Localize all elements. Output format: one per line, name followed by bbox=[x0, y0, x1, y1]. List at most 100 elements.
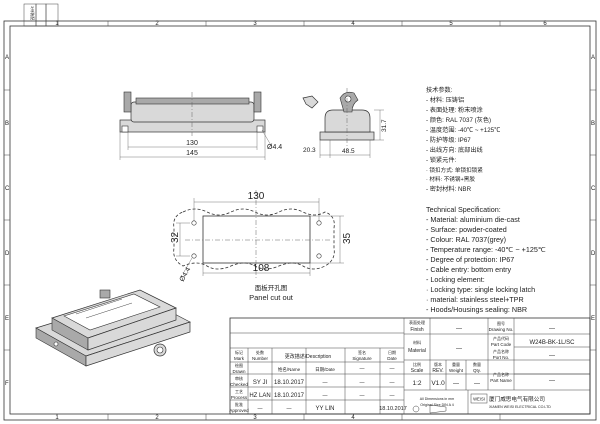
svg-text:材料: 材料 bbox=[413, 339, 421, 345]
svg-text:处数: 处数 bbox=[256, 349, 264, 355]
process-name: — bbox=[360, 393, 365, 399]
svg-text:图号: 图号 bbox=[497, 320, 505, 326]
cutout-hole bbox=[316, 253, 322, 259]
svg-text:日期: 日期 bbox=[388, 349, 396, 355]
svg-text:B: B bbox=[5, 121, 9, 127]
spec-cn-line: - 锁紧元件: bbox=[426, 156, 457, 164]
header-number: Number bbox=[252, 356, 269, 361]
svg-text:E: E bbox=[5, 316, 9, 322]
svg-text:—: — bbox=[258, 406, 263, 412]
svg-text:产品名称: 产品名称 bbox=[493, 371, 509, 377]
header-description: 更改描述/Description bbox=[285, 353, 332, 360]
drawn-date: 18.10.2017 bbox=[274, 380, 305, 386]
front-view-latch-right bbox=[253, 91, 262, 113]
weight-value: — bbox=[453, 381, 459, 387]
column-numbers-bottom: 1 2 3 4 bbox=[55, 415, 355, 421]
spec-cn-line: - 防护等级: IP67 bbox=[426, 136, 471, 144]
header-date: Date bbox=[387, 356, 397, 361]
col-2: 2 bbox=[155, 21, 159, 27]
company-logo: WEISI bbox=[473, 397, 485, 402]
dim-cutout-32: 32 bbox=[170, 231, 181, 243]
material-value: — bbox=[456, 346, 462, 352]
iso-hood-recess bbox=[63, 293, 161, 331]
row-checked-label: Checked bbox=[230, 382, 248, 387]
drawing-no-label: Drawing No. bbox=[489, 327, 514, 332]
svg-text:C: C bbox=[5, 186, 10, 192]
row-A-right: A bbox=[591, 55, 595, 61]
cutout-opening bbox=[202, 215, 311, 264]
spec-en-line: - Surface: powder-coated bbox=[426, 225, 507, 234]
spec-cn-line: - 温度范围: -40℃ ~ +125℃ bbox=[426, 126, 500, 134]
company-logo-box bbox=[470, 393, 488, 404]
dim-front-hole: Ø4.4 bbox=[267, 144, 282, 151]
part-name-label: Part Name bbox=[490, 378, 512, 383]
approved-name: YY LIN bbox=[316, 406, 335, 412]
part-code-value: W24B-BK-1L/SC bbox=[529, 340, 575, 346]
drawing-no-value: — bbox=[549, 326, 555, 332]
svg-text:D: D bbox=[5, 251, 10, 257]
finish-label: Finish bbox=[410, 327, 424, 333]
corner-tag: 3州装配 bbox=[30, 6, 36, 20]
header-signature: Signature bbox=[352, 356, 372, 361]
col-3: 3 bbox=[253, 21, 257, 27]
spec-en-block: Technical Specification: - Material: alu… bbox=[426, 205, 546, 314]
part-no-value: — bbox=[549, 353, 555, 359]
cutout-caption-cn: 面板开孔图 bbox=[255, 283, 288, 292]
svg-text:产品名称: 产品名称 bbox=[493, 348, 509, 354]
spec-en-line: - Colour: RAL 7037(grey) bbox=[426, 235, 506, 244]
svg-text:2: 2 bbox=[155, 415, 159, 421]
dim-cutout-35: 35 bbox=[342, 232, 353, 244]
dim-side-48-5: 48.5 bbox=[342, 148, 355, 155]
side-view: 20.3 48.5 31.7 bbox=[302, 88, 388, 158]
svg-text:—: — bbox=[360, 380, 365, 386]
spec-cn-block: 技术参数: - 材料: 压铸铝 - 表面处理: 粉末喷涂 - 颜色: RAL 7… bbox=[426, 86, 500, 193]
svg-text:表面处理: 表面处理 bbox=[409, 319, 425, 325]
part-code-label: Part Code bbox=[491, 342, 512, 347]
drawn-name: SY JI bbox=[253, 380, 268, 386]
outer-border bbox=[3, 20, 597, 421]
spec-en-line: · Locking type: single locking latch bbox=[426, 285, 535, 294]
spec-en-line: - Locking element: bbox=[426, 275, 485, 284]
front-view: 130 145 Ø4.4 bbox=[119, 91, 282, 160]
svg-text:D: D bbox=[591, 251, 596, 257]
svg-text:数量: 数量 bbox=[473, 361, 481, 367]
cutout-break-outline bbox=[173, 208, 335, 270]
front-view-latch-left bbox=[123, 91, 132, 113]
row-drawn-label: Drawn bbox=[232, 369, 246, 374]
svg-text:—: — bbox=[323, 380, 328, 386]
svg-text:签名: 签名 bbox=[358, 349, 366, 355]
spec-cn-line: - 材料: 压铸铝 bbox=[426, 96, 464, 104]
finish-value: — bbox=[456, 326, 462, 332]
panel-cutout-view: 130 108 32 35 Ø4.4 面板开孔图 Panel cut out bbox=[170, 190, 353, 302]
spec-en-line: - Cable entry: bottom entry bbox=[426, 265, 511, 274]
svg-text:3: 3 bbox=[253, 415, 257, 421]
svg-text:绘图: 绘图 bbox=[235, 362, 243, 368]
svg-text:—: — bbox=[390, 366, 395, 372]
col-5: 5 bbox=[449, 21, 453, 27]
col-1: 1 bbox=[55, 21, 59, 27]
row-A-left: A bbox=[5, 55, 9, 61]
cutout-hole bbox=[191, 253, 197, 259]
svg-text:产品代码: 产品代码 bbox=[493, 335, 509, 341]
col-6: 6 bbox=[543, 21, 547, 27]
svg-text:F: F bbox=[5, 381, 9, 387]
svg-text:C: C bbox=[591, 186, 596, 192]
rev-label: REV. bbox=[432, 368, 443, 374]
note-dimensions: All Dimensions in mm bbox=[420, 397, 455, 401]
svg-text:工艺: 工艺 bbox=[235, 389, 243, 394]
front-view-hood-top bbox=[135, 97, 250, 105]
note-original-size: Original Size DIN A 4 bbox=[420, 403, 454, 407]
approved-date: 18.10.2017 bbox=[379, 406, 407, 412]
zone-ticks bbox=[4, 21, 596, 420]
title-block-frame bbox=[229, 317, 591, 415]
svg-text:比例: 比例 bbox=[413, 361, 421, 367]
dim-front-145: 145 bbox=[186, 150, 198, 157]
spec-cn-line: - 颜色: RAL 7037 (灰色) bbox=[426, 116, 491, 124]
side-view-latch-lever bbox=[302, 95, 319, 109]
part-no-label: Port No. bbox=[493, 355, 510, 360]
dim-side-20-3: 20.3 bbox=[303, 147, 316, 154]
dim-front-130: 130 bbox=[186, 140, 198, 147]
svg-text:1: 1 bbox=[55, 415, 59, 421]
spec-cn-line: - 出线方向: 底部出线 bbox=[426, 146, 483, 154]
